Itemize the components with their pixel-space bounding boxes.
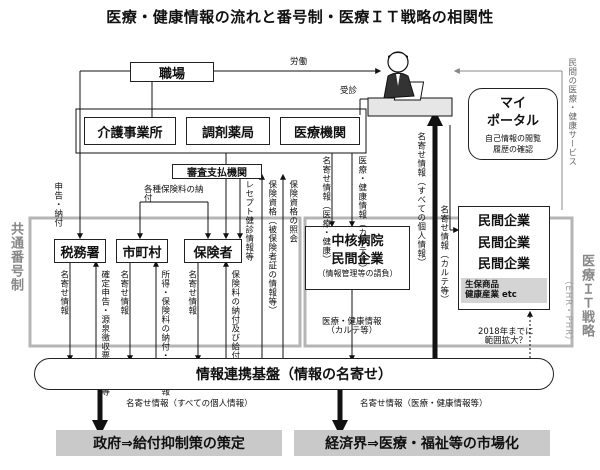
label-city-naming: 名寄せ情報 [118, 270, 129, 315]
node-medical: 医療機関 [280, 117, 360, 145]
label-medical-it: 医療ＩＴ戦略 [579, 254, 594, 338]
private-company-3: 民間企業 [477, 257, 530, 273]
label-naming-karte: 名寄せ情報（カルテ等） [438, 205, 449, 304]
node-city: 市町村 [116, 239, 168, 263]
label-tax-final: 確定申告・源泉徴収票の情報等 [99, 270, 110, 396]
label-qualification: 保険資格（被保険者証の情報等） [266, 180, 277, 315]
label-ehr-phr: （EHR・PHR） [563, 276, 573, 346]
node-care: 介護事業所 [84, 117, 176, 145]
person-figure-icon [367, 51, 453, 117]
node-pharmacy: 調剤薬局 [186, 117, 270, 145]
hospital-sublabel: （情報管理等の請負） [317, 269, 398, 279]
label-bottom-right: 名寄せ情報（医療・健康情報等） [360, 399, 488, 409]
label-all-personal: 名寄せ情報（すべての個人情報） [415, 132, 426, 267]
label-hospital-to-platform: 医療・健康情報 （カルテ等） [322, 317, 382, 337]
label-bottom-left: 名寄せ情報（すべての個人情報） [126, 399, 253, 409]
label-naming-med: 名寄せ情報（医療・健康） [320, 156, 331, 264]
label-labor: 労働 [290, 57, 308, 67]
label-treatment: 受診 [340, 86, 358, 96]
label-expand: 2018年までに 範囲拡大？ [478, 327, 534, 347]
private-company-2: 民間企業 [477, 235, 530, 251]
goal-government: 政府⇒給付抑制策の策定 [56, 430, 282, 456]
life-insurance-products: 生保商品 健康産業 etc [461, 277, 547, 303]
label-premium: 各種保険料の納付 [144, 185, 204, 205]
label-city-income: 所得・保険料の納付・給付情報 [159, 270, 170, 396]
label-ins-benefit: 保険料の納付及び給付情報 [229, 270, 240, 378]
label-qual-check: 保険資格の照会 [287, 180, 298, 243]
my-portal-bubble: マイ ポータル 自己情報の閲覧 履歴の確認 [468, 88, 558, 160]
portal-sublabel: 自己情報の閲覧 履歴の確認 [485, 134, 541, 155]
label-declaration: 申告・納付 [52, 182, 63, 227]
node-tax: 税務署 [54, 239, 106, 263]
label-private-service: 民間の医療・健康サービス [566, 58, 577, 166]
label-tax-naming: 名寄せ情報 [58, 270, 69, 315]
info-platform: 情報連携基盤（情報の名寄せ） [34, 358, 554, 390]
node-insurer: 保険者 [184, 239, 242, 263]
portal-title: マイ ポータル [486, 96, 539, 129]
page-title: 医療・健康情報の流れと番号制・医療ＩＴ戦略の相関性 [106, 8, 494, 26]
node-hospital: 中核病院 民間企業 （情報管理等の請負） [305, 226, 410, 290]
hospital-label: 中核病院 民間企業 [331, 234, 384, 267]
label-med-health-karte: 医療・健康情報（カルテ等） [356, 156, 367, 273]
label-ins-naming: 名寄せ情報 [186, 270, 197, 315]
label-receipt: レセプト健診情報等 [243, 180, 254, 261]
node-private-companies: 民間企業 民間企業 民間企業 生保商品 健康産業 etc [458, 206, 550, 310]
node-workplace: 職場 [130, 62, 214, 82]
private-company-1: 民間企業 [477, 214, 530, 229]
node-review: 審査支払機関 [172, 164, 262, 179]
goal-business: 経済界⇒医療・福祉等の市場化 [294, 430, 550, 456]
label-common-number: 共通番号制 [8, 222, 23, 292]
